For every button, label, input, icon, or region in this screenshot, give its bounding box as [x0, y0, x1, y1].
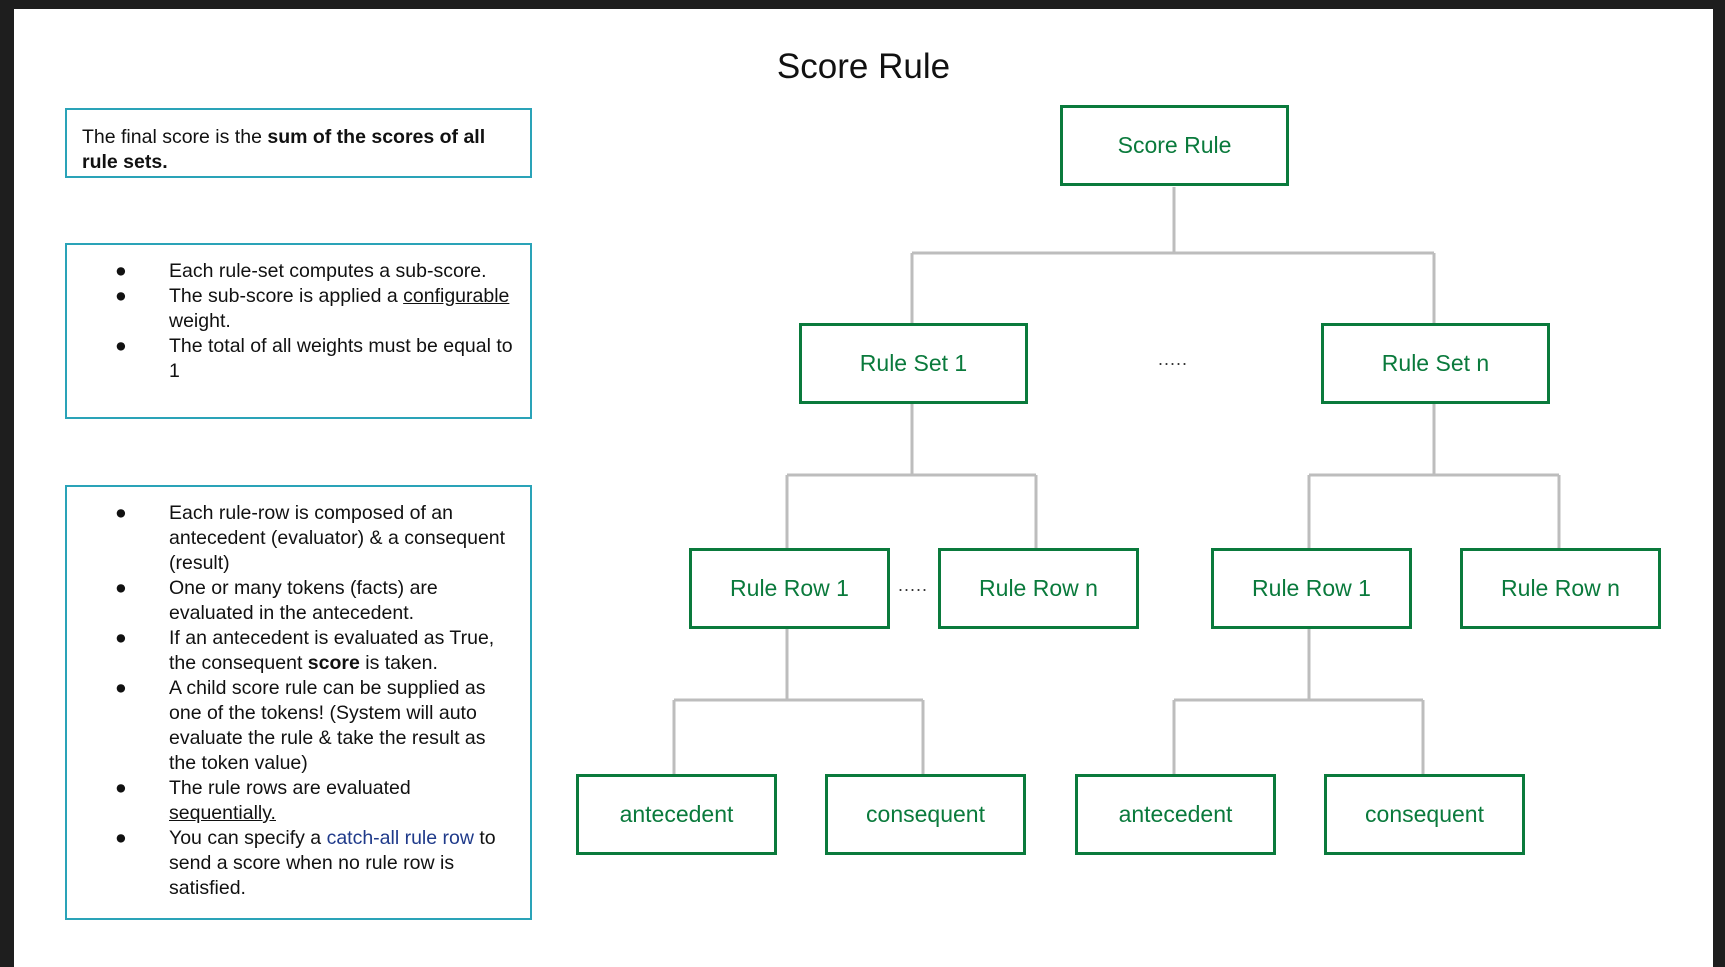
- bullet-text: The sub-score is applied a: [169, 285, 404, 307]
- note-box-final-score: The final score is the sum of the scores…: [65, 108, 532, 178]
- bullet-text: One or many tokens (facts) are evaluated…: [169, 577, 438, 624]
- bullet-text: Each rule-row is composed of an antecede…: [169, 502, 506, 574]
- bullet-link-text: catch-all rule row: [326, 827, 474, 849]
- bullet-text: You can specify a: [169, 827, 327, 849]
- connector-setn-rows: [1307, 404, 1561, 550]
- bullet-text: Each rule-set computes a sub-score.: [169, 260, 487, 282]
- bullet-text: is taken.: [359, 652, 438, 674]
- bullet-text-underlined: configurable: [403, 285, 510, 307]
- bullet-icon: ●: [115, 502, 127, 524]
- note-box-rule-set: ● Each rule-set computes a sub-score. ● The…: [65, 243, 532, 419]
- ellipsis-rule-sets: .....: [1158, 349, 1189, 369]
- bullet-list: ● Each rule-row is composed of an anteced…: [67, 501, 518, 901]
- bullet-item: ● Each rule-set computes a sub-score.: [67, 259, 514, 284]
- bullet-list: ● Each rule-set computes a sub-score. ● The…: [67, 259, 514, 384]
- bullet-icon: ●: [115, 627, 127, 649]
- node-rule-set-n: Rule Set n: [1321, 323, 1550, 404]
- note-text-bold: sum of the scores of all rule sets.: [82, 126, 486, 173]
- slide: Score Rule The final score is the sum of…: [14, 9, 1713, 967]
- bullet-item: ● The rule rows are evaluated sequentiall…: [67, 776, 518, 826]
- bullet-icon: ●: [115, 827, 127, 849]
- connector-root-sets: [910, 187, 1436, 325]
- bullet-text: If an antecedent is evaluated as True, t…: [169, 627, 495, 674]
- note-text: The final score is the: [82, 126, 268, 148]
- connector-left-row-children: [672, 629, 925, 776]
- slide-title: Score Rule: [776, 47, 951, 86]
- bullet-item: ● The sub-score is applied a configurable…: [67, 284, 514, 334]
- connector-right-row-children: [1172, 629, 1425, 776]
- node-left-antecedent: antecedent: [576, 774, 777, 855]
- node-left-rule-row-1: Rule Row 1: [689, 548, 890, 629]
- node-rule-set-1: Rule Set 1: [799, 323, 1028, 404]
- node-right-consequent: consequent: [1324, 774, 1525, 855]
- bullet-text: A child score rule can be supplied as on…: [169, 677, 486, 774]
- node-left-consequent: consequent: [825, 774, 1026, 855]
- bullet-text: The rule rows are evaluated: [169, 777, 411, 799]
- bullet-item: ● The total of all weights must be equal …: [67, 334, 514, 384]
- note-box-rule-row: ● Each rule-row is composed of an anteced…: [65, 485, 532, 920]
- bullet-text: The total of all weights must be equal t…: [169, 335, 513, 382]
- bullet-item: ● One or many tokens (facts) are evaluate…: [67, 576, 518, 626]
- bullet-text-underlined: sequentially.: [169, 802, 276, 824]
- bullet-text: to send a score when no rule row is sati…: [169, 827, 496, 899]
- node-left-rule-row-n: Rule Row n: [938, 548, 1139, 629]
- node-right-rule-row-1: Rule Row 1: [1211, 548, 1412, 629]
- node-right-rule-row-n: Rule Row n: [1460, 548, 1661, 629]
- bullet-item: ● Each rule-row is composed of an anteced…: [67, 501, 518, 576]
- bullet-item: ● If an antecedent is evaluated as True, …: [67, 626, 518, 676]
- connector-set1-rows: [785, 404, 1038, 550]
- bullet-item: ● You can specify a catch-all rule row to…: [67, 826, 518, 901]
- bullet-icon: ●: [115, 777, 127, 799]
- bullet-text: weight.: [169, 310, 231, 332]
- node-score-rule: Score Rule: [1060, 105, 1289, 186]
- node-right-antecedent: antecedent: [1075, 774, 1276, 855]
- bullet-icon: ●: [115, 335, 127, 357]
- bullet-icon: ●: [115, 285, 127, 307]
- bullet-icon: ●: [115, 677, 127, 699]
- bullet-item: ● A child score rule can be supplied as o…: [67, 676, 518, 776]
- bullet-icon: ●: [115, 577, 127, 599]
- bullet-icon: ●: [115, 260, 127, 282]
- tree-connectors: [672, 187, 1561, 776]
- bullet-text-bold: score: [307, 652, 360, 674]
- ellipsis-rule-rows: .....: [898, 575, 929, 595]
